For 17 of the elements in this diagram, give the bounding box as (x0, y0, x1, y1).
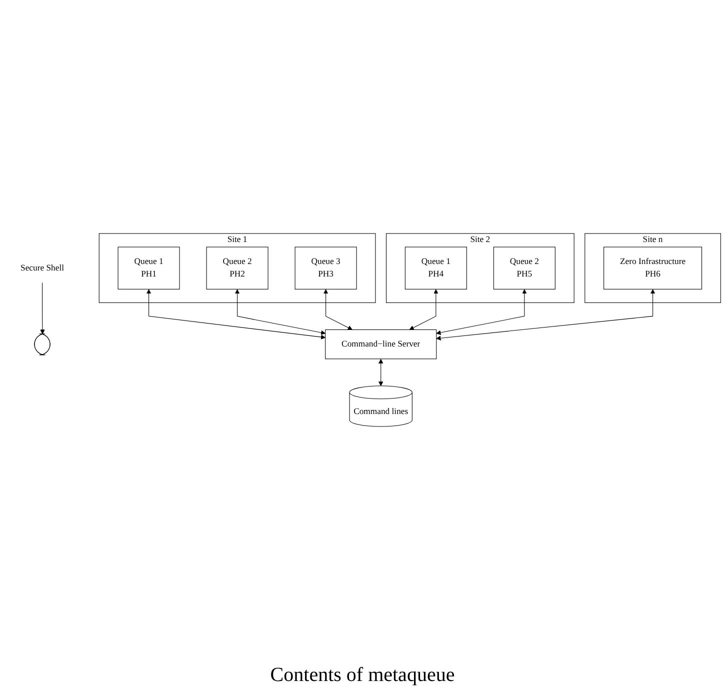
arrow (40, 282, 45, 334)
note-text: Contents of metaqueue (270, 664, 455, 687)
node-box: Queue 1 PH1 (118, 246, 180, 290)
arrow (436, 289, 527, 335)
node-text: Secure Shell (20, 263, 64, 272)
node-box: Queue 3 PH3 (294, 246, 357, 290)
arrow (436, 289, 656, 340)
node-box: Zero Infrastructure PH6 (604, 246, 702, 290)
arrow (409, 289, 438, 330)
node-box: Command−line Server (325, 329, 437, 360)
node-box: Queue 1 PH4 (404, 246, 467, 290)
arrow (234, 289, 326, 335)
node-box: Queue 2 PH5 (493, 246, 556, 290)
arrow (146, 289, 326, 340)
arrow (378, 358, 384, 386)
node-box: Queue 2 PH2 (206, 246, 268, 290)
arrow (323, 289, 352, 330)
